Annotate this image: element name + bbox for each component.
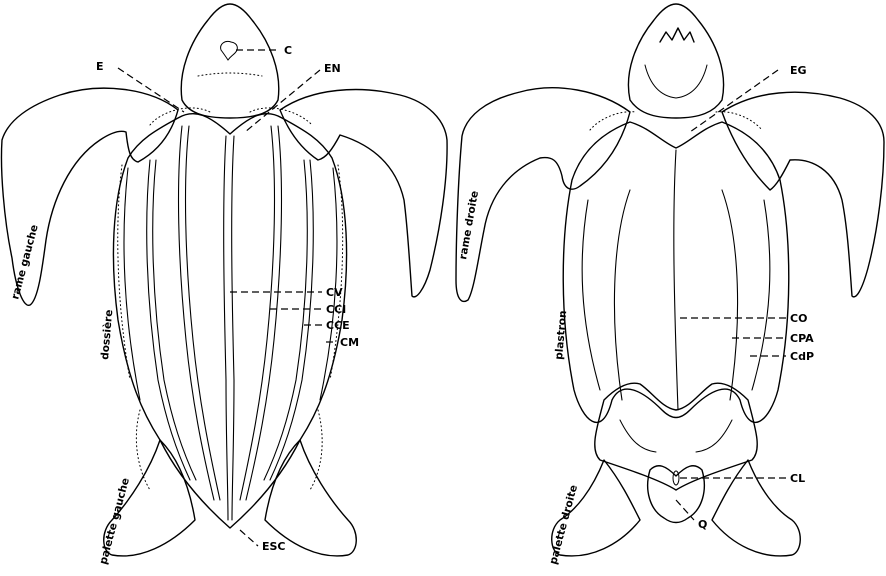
ventral-left-flipper	[456, 88, 630, 302]
beak	[660, 28, 694, 42]
label-EG: EG	[790, 64, 807, 77]
label-palette-droite: palette droite	[547, 484, 580, 566]
label-dossiere: dossière	[99, 309, 115, 360]
tail	[648, 466, 705, 523]
label-CPA: CPA	[790, 332, 814, 345]
plastron-ridges	[582, 150, 770, 410]
label-E: E	[96, 60, 104, 73]
label-Q: Q	[698, 518, 707, 531]
label-EN: EN	[324, 62, 341, 75]
pelvic-lines	[620, 420, 732, 452]
label-CL: CL	[790, 472, 805, 485]
jaw-line	[645, 65, 707, 98]
dorsal-right-flipper	[280, 90, 447, 297]
label-CM: CM	[340, 336, 359, 349]
shoulder-stipple	[590, 112, 762, 130]
ventral-right-flipper	[722, 92, 884, 297]
dorsal-right-palette	[265, 440, 356, 556]
ventral-view: EG CO CPA CdP CL Q rame droite plastron …	[456, 4, 884, 566]
carapace-edge-stipple	[118, 165, 343, 380]
pineal-spot	[221, 41, 238, 60]
label-CCE: CCE	[326, 319, 350, 332]
label-palette-gauche: palette gauche	[97, 477, 132, 566]
carapace-ridges	[124, 126, 337, 520]
label-CV: CV	[326, 286, 343, 299]
label-CO: CO	[790, 312, 807, 325]
label-rame-gauche: rame gauche	[9, 223, 40, 300]
dorsal-view: C E EN CV CCI CCE CM ESC rame gauche dos…	[1, 4, 447, 566]
label-C: C	[284, 44, 292, 57]
cloaca	[673, 471, 679, 485]
dorsal-head	[181, 4, 279, 118]
label-plastron: plastron	[553, 310, 569, 360]
ventral-right-palette	[712, 460, 800, 556]
head-neck-boundary	[198, 73, 262, 76]
pelvic-region	[595, 383, 757, 490]
label-ESC: ESC	[262, 540, 286, 553]
label-CdP: CdP	[790, 350, 814, 363]
label-rame-droite: rame droite	[457, 190, 481, 261]
ventral-head	[628, 4, 723, 118]
label-CCI: CCI	[326, 303, 346, 316]
